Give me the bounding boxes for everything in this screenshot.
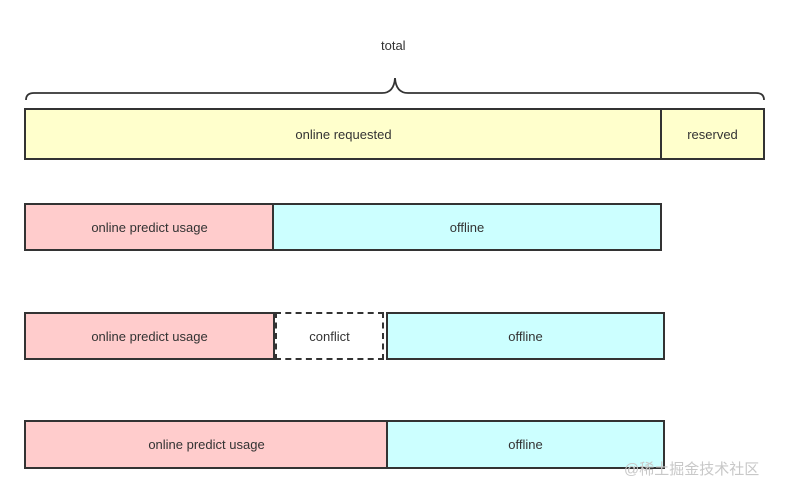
- offline-label: offline: [508, 328, 543, 344]
- offline-label: offline: [508, 437, 543, 452]
- offline-box: offline: [386, 420, 665, 469]
- online-predict-usage-box: online predict usage: [24, 203, 275, 251]
- offline-box: offline: [272, 203, 662, 251]
- online-requested-label: online requested: [295, 126, 392, 142]
- offline-label: offline: [449, 219, 485, 235]
- online-predict-usage-box: online predict usage: [24, 420, 389, 469]
- total-brace: [25, 77, 765, 101]
- total-label: total: [381, 38, 406, 53]
- online-predict-usage-label: online predict usage: [91, 219, 208, 235]
- watermark: @稀土掘金技术社区: [624, 461, 760, 478]
- conflict-box: conflict: [275, 312, 384, 360]
- reserved-box: reserved: [660, 108, 765, 160]
- online-predict-usage-box: online predict usage: [24, 312, 275, 360]
- online-predict-usage-label: online predict usage: [91, 328, 208, 344]
- conflict-label: conflict: [309, 328, 350, 344]
- online-predict-usage-label: online predict usage: [148, 437, 265, 452]
- reserved-label: reserved: [687, 126, 738, 142]
- online-requested-box: online requested: [24, 108, 663, 160]
- offline-box: offline: [386, 312, 665, 360]
